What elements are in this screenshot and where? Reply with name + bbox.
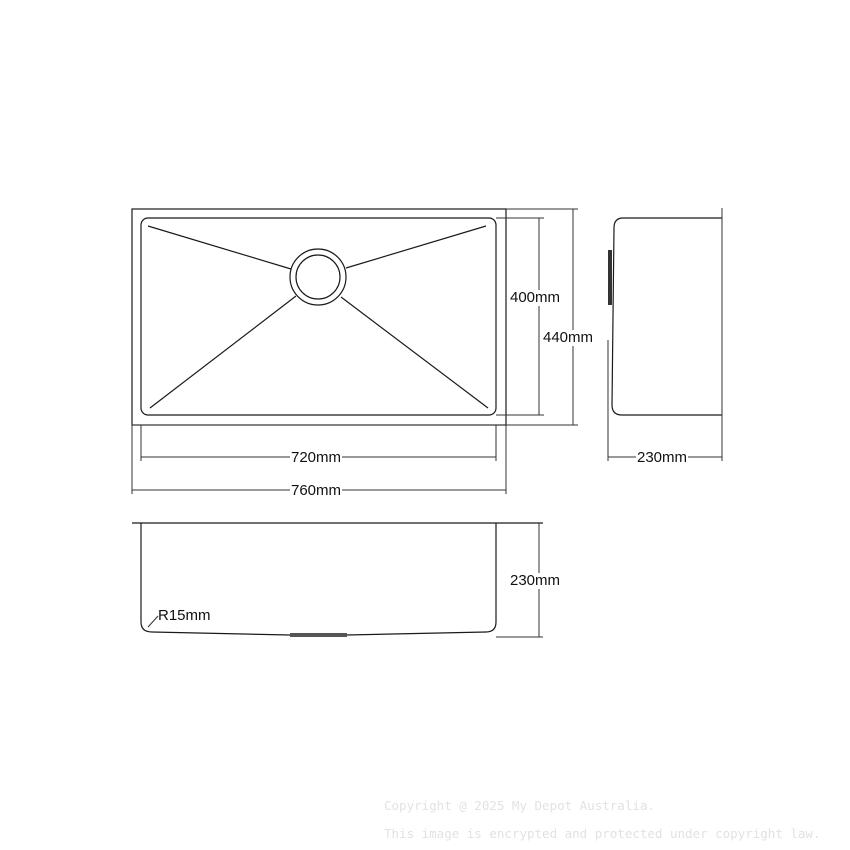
front-height-label: 230mm xyxy=(509,572,562,589)
drain-outer xyxy=(289,248,347,306)
drain-groove xyxy=(147,225,292,270)
side-view xyxy=(607,208,723,461)
drain-groove xyxy=(340,296,489,409)
inner-depth-label: 400mm xyxy=(509,289,562,306)
top-view xyxy=(131,208,507,426)
drain-groove xyxy=(149,295,297,409)
sink-bowl xyxy=(140,217,497,416)
inner-width-label: 720mm xyxy=(290,449,343,466)
watermark-line-1: Copyright @ 2025 My Depot Australia. xyxy=(384,798,655,813)
sink-outer-rim xyxy=(131,208,507,426)
corner-radius-label: R15mm xyxy=(158,607,211,624)
outer-depth-label: 440mm xyxy=(542,329,595,346)
drain-inner xyxy=(295,254,341,300)
front-view xyxy=(132,522,543,638)
side-height-label: 230mm xyxy=(636,449,689,466)
depth-dimensions xyxy=(132,208,578,426)
watermark-line-2: This image is encrypted and protected un… xyxy=(384,826,821,841)
drain-side xyxy=(608,250,612,305)
drain-groove xyxy=(345,225,487,269)
side-profile xyxy=(611,217,722,416)
outer-width-label: 760mm xyxy=(290,482,343,499)
drain-front xyxy=(290,633,347,637)
radius-leader xyxy=(147,615,159,628)
